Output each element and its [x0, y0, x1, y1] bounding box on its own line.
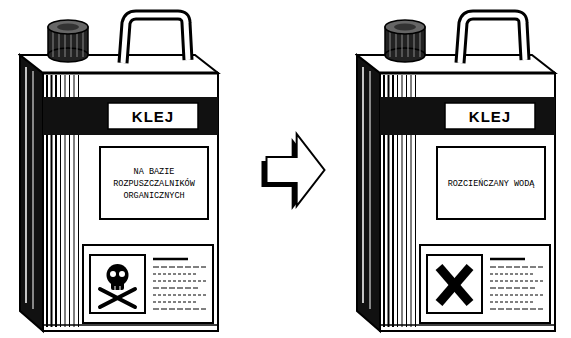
glue-can: KLEJ ROZCIEŃCZANY WODĄ [355, 5, 565, 335]
glue-can: KLEJ NA BAZIE ROZPUSZCZALNIKÓW ORGANICZNY… [18, 5, 228, 335]
product-label: KLEJ [108, 103, 198, 129]
can-illustration [355, 5, 565, 335]
description-text: ROZCIEŃCZANY WODĄ [439, 151, 543, 217]
arrow-body [267, 134, 325, 206]
product-label: KLEJ [445, 103, 535, 129]
can-illustration [18, 5, 228, 335]
block-arrow [262, 134, 325, 210]
description-text: NA BAZIE ROZPUSZCZALNIKÓW ORGANICZNYCH [102, 151, 206, 217]
arrow-shadow [262, 138, 320, 210]
